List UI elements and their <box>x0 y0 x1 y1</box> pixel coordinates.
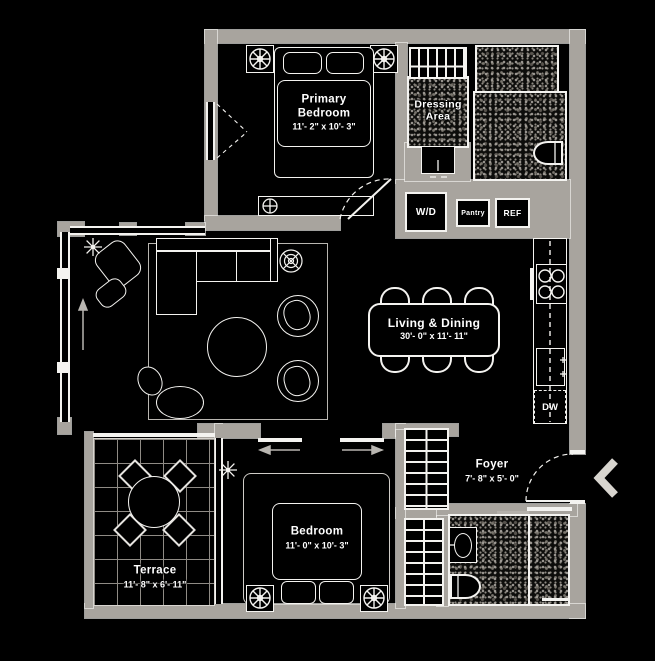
sofa-armrest <box>270 238 278 282</box>
terrace-slider <box>93 433 215 437</box>
entry-jamb <box>570 500 585 504</box>
dresser <box>258 196 374 216</box>
refrigerator: REF <box>495 198 530 228</box>
sofa-back <box>156 238 276 251</box>
nightstand <box>246 45 274 73</box>
dining-chair <box>464 287 494 305</box>
window-primary-left <box>206 102 215 160</box>
bath1-floor <box>473 91 567 181</box>
pillow <box>283 52 322 74</box>
dishwasher: DW <box>534 390 566 424</box>
window-living-top <box>70 226 205 235</box>
room-dims: 11'- 0" x 10'- 3" <box>285 539 349 550</box>
dining-chair <box>422 287 452 305</box>
sofa-seam <box>236 252 237 281</box>
entry-arrow-icon <box>593 458 618 498</box>
duvet <box>277 80 371 147</box>
dressing-area-label: Dressing Area <box>409 99 467 124</box>
slider-arrow-icon <box>257 444 385 456</box>
room-name: Living & Dining <box>387 316 481 331</box>
wall-bedroom-top-left <box>215 424 260 438</box>
wall-bottom <box>85 604 585 618</box>
room-dims: 7'- 8" x 5'- 0" <box>465 472 519 483</box>
sofa-chaise <box>156 251 197 315</box>
dressing-closet <box>409 47 467 79</box>
room-name: Terrace <box>133 564 177 577</box>
wall-top <box>205 30 585 43</box>
wall-post <box>58 418 71 434</box>
wall-right-lower <box>570 504 585 618</box>
toilet <box>533 141 563 165</box>
dining-chair <box>380 287 410 305</box>
foyer-closet <box>404 428 449 510</box>
dining-table <box>368 303 500 357</box>
foyer-label: Foyer 7'- 8" x 5'- 0" <box>447 458 537 483</box>
shower-divider <box>528 516 530 604</box>
dressing-vanity <box>421 146 455 174</box>
room-dims: 30'- 0" x 11'- 11" <box>400 331 468 342</box>
wall-primary-dressing <box>396 43 407 183</box>
shower-grab-bar <box>542 598 568 601</box>
nightstand <box>370 45 398 73</box>
duvet <box>272 503 362 580</box>
terrace-label: Terrace 11'- 8" x 6'- 11" <box>100 564 210 589</box>
hall-closet <box>404 518 444 606</box>
room-name: Foyer <box>475 458 509 471</box>
bedroom-rug <box>243 473 390 605</box>
living-dining-label: Living & Dining 30'- 0" x 11'- 11" <box>369 316 499 342</box>
primary-bedroom-label: Primary Bedroom 11'- 2" x 10'- 3" <box>279 94 369 133</box>
nightstand <box>246 585 274 612</box>
wall-right-upper <box>570 30 585 454</box>
room-name: Primary Bedroom <box>297 93 351 120</box>
casement-swing <box>216 103 248 159</box>
bath2-slider-panel <box>497 511 529 515</box>
pantry: Pantry <box>456 199 490 227</box>
window-mullion <box>57 362 69 373</box>
room-name: Bedroom <box>290 525 344 538</box>
terrace-table <box>128 476 180 528</box>
window-mullion <box>57 268 69 279</box>
coffee-table <box>207 317 267 377</box>
pouf <box>156 386 204 419</box>
bedroom-slider-panel <box>340 438 384 442</box>
pillow <box>326 52 364 74</box>
dining-chair <box>422 355 452 373</box>
window-terrace-bedroom <box>214 438 223 604</box>
pillow <box>281 581 316 604</box>
stove <box>536 264 567 304</box>
dining-chair <box>380 355 410 373</box>
bedroom-slider-panel <box>258 438 302 442</box>
nightstand <box>360 585 388 612</box>
wall-bedroom-closet <box>396 430 405 608</box>
window-living-left <box>60 232 70 422</box>
room-dims: 11'- 8" x 6'- 11" <box>123 578 187 589</box>
bedroom-label: Bedroom 11'- 0" x 10'- 3" <box>267 525 367 550</box>
washer-dryer: W/D <box>405 192 447 232</box>
bath1-shower-floor <box>475 45 559 93</box>
toilet <box>450 574 481 599</box>
wall-primary-bottom <box>205 216 340 230</box>
slider-arrow-icon <box>77 297 89 350</box>
pillow <box>319 581 354 604</box>
wall-closet-divider <box>396 508 458 518</box>
bath2-slider-panel <box>527 507 572 511</box>
room-dims: 11'- 2" x 10'- 3" <box>292 121 356 132</box>
dining-chair <box>464 355 494 373</box>
oven-handle <box>530 268 533 300</box>
wall-terrace-left <box>85 432 93 608</box>
room-name: Dressing Area <box>414 98 462 123</box>
kitchen-sink <box>536 348 565 386</box>
sink-basin <box>454 533 472 558</box>
entry-jamb <box>570 450 585 454</box>
